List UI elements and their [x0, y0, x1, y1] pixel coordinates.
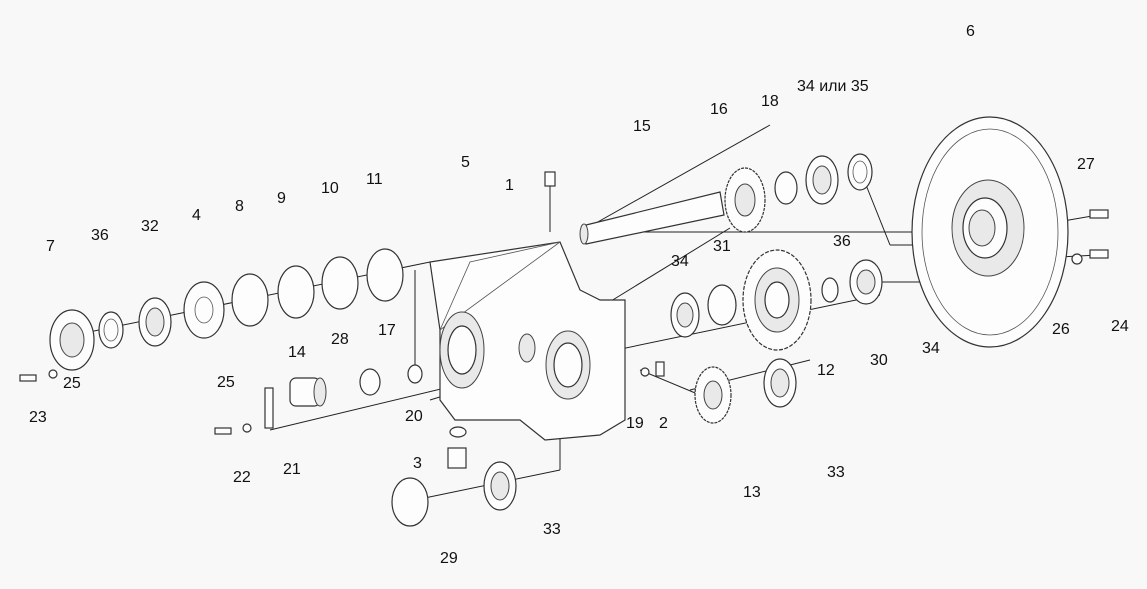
part-13-gear — [694, 366, 732, 424]
label-9: 9 — [277, 190, 286, 207]
label-15: 15 — [633, 118, 651, 135]
label-26: 26 — [1052, 321, 1070, 338]
part-11-ring — [366, 248, 404, 302]
label-32: 32 — [141, 218, 159, 235]
label-13: 13 — [743, 484, 761, 501]
label-27: 27 — [1077, 156, 1095, 173]
part-2-pin — [655, 361, 665, 377]
label-23: 23 — [29, 409, 47, 426]
part-34-bearing-middle — [670, 292, 700, 338]
label-16: 16 — [710, 101, 728, 118]
label-19: 19 — [626, 415, 644, 432]
part-15-shaft — [579, 191, 725, 245]
label-28: 28 — [331, 331, 349, 348]
part-36-seal-left — [98, 311, 124, 349]
part-33-bearing-a — [483, 461, 517, 511]
label-33-right: 33 — [827, 464, 845, 481]
part-22-bolt — [214, 427, 232, 435]
label-25-mid: 25 — [217, 374, 235, 391]
label-36-right: 36 — [833, 233, 851, 250]
part-9-ring — [277, 265, 315, 319]
part-34-35-bearing — [805, 155, 839, 205]
label-29: 29 — [440, 550, 458, 567]
part-1-bolt — [544, 171, 556, 232]
part-33-bearing-b — [763, 358, 797, 408]
part-20-oring — [449, 426, 467, 438]
label-24: 24 — [1111, 318, 1129, 335]
label-14: 14 — [288, 344, 306, 361]
part-12-gear — [742, 249, 812, 351]
label-8: 8 — [235, 198, 244, 215]
part-18-ring — [774, 171, 798, 205]
label-30: 30 — [870, 352, 888, 369]
label-22: 22 — [233, 469, 251, 486]
part-19-pin — [640, 367, 650, 377]
part-6-flange — [911, 116, 1069, 348]
part-29-circlip — [391, 477, 429, 527]
part-10-ring — [321, 256, 359, 310]
part-4-plate — [183, 281, 225, 339]
label-12: 12 — [817, 362, 835, 379]
label-34-right: 34 — [922, 340, 940, 357]
label-36-left: 36 — [91, 227, 109, 244]
label-4: 4 — [192, 207, 201, 224]
part-27-bolt — [1089, 209, 1109, 219]
part-28-ring — [359, 368, 381, 396]
label-3: 3 — [413, 455, 422, 472]
part-34-bearing-right — [849, 259, 883, 305]
part-23-bolt — [19, 374, 37, 382]
label-20: 20 — [405, 408, 423, 425]
part-17-ring — [407, 364, 423, 384]
part-25-washer-a — [242, 423, 252, 433]
label-1: 1 — [505, 177, 514, 194]
callout-labels: 1 2 3 4 5 6 7 8 9 10 11 12 13 14 15 16 1… — [29, 23, 1129, 567]
part-8-ring — [231, 273, 269, 327]
part-30-ring — [821, 277, 839, 303]
part-16-gear — [724, 167, 766, 233]
part-14-plug — [289, 377, 327, 407]
part-21-bracket — [264, 387, 274, 429]
label-31: 31 — [713, 238, 731, 255]
part-5-housing — [429, 241, 626, 441]
part-31-ring — [707, 284, 737, 326]
label-33-bottom: 33 — [543, 521, 561, 538]
label-34-middle: 34 — [671, 253, 689, 270]
part-32-bearing — [138, 297, 172, 347]
part-26-washer — [1071, 253, 1083, 265]
label-34-or-35: 34 или 35 — [797, 78, 869, 95]
label-5: 5 — [461, 154, 470, 171]
part-24-bolt — [1089, 249, 1109, 259]
part-25-washer-b — [48, 369, 58, 379]
label-7: 7 — [46, 238, 55, 255]
label-21: 21 — [283, 461, 301, 478]
part-3-plug — [447, 447, 467, 469]
part-7-cover — [49, 309, 95, 371]
label-18: 18 — [761, 93, 779, 110]
part-36-seal-right — [847, 153, 873, 191]
label-25-left: 25 — [63, 375, 81, 392]
label-17: 17 — [378, 322, 396, 339]
label-11: 11 — [366, 171, 383, 188]
label-6: 6 — [966, 23, 975, 40]
label-2: 2 — [659, 415, 668, 432]
label-10: 10 — [321, 180, 339, 197]
